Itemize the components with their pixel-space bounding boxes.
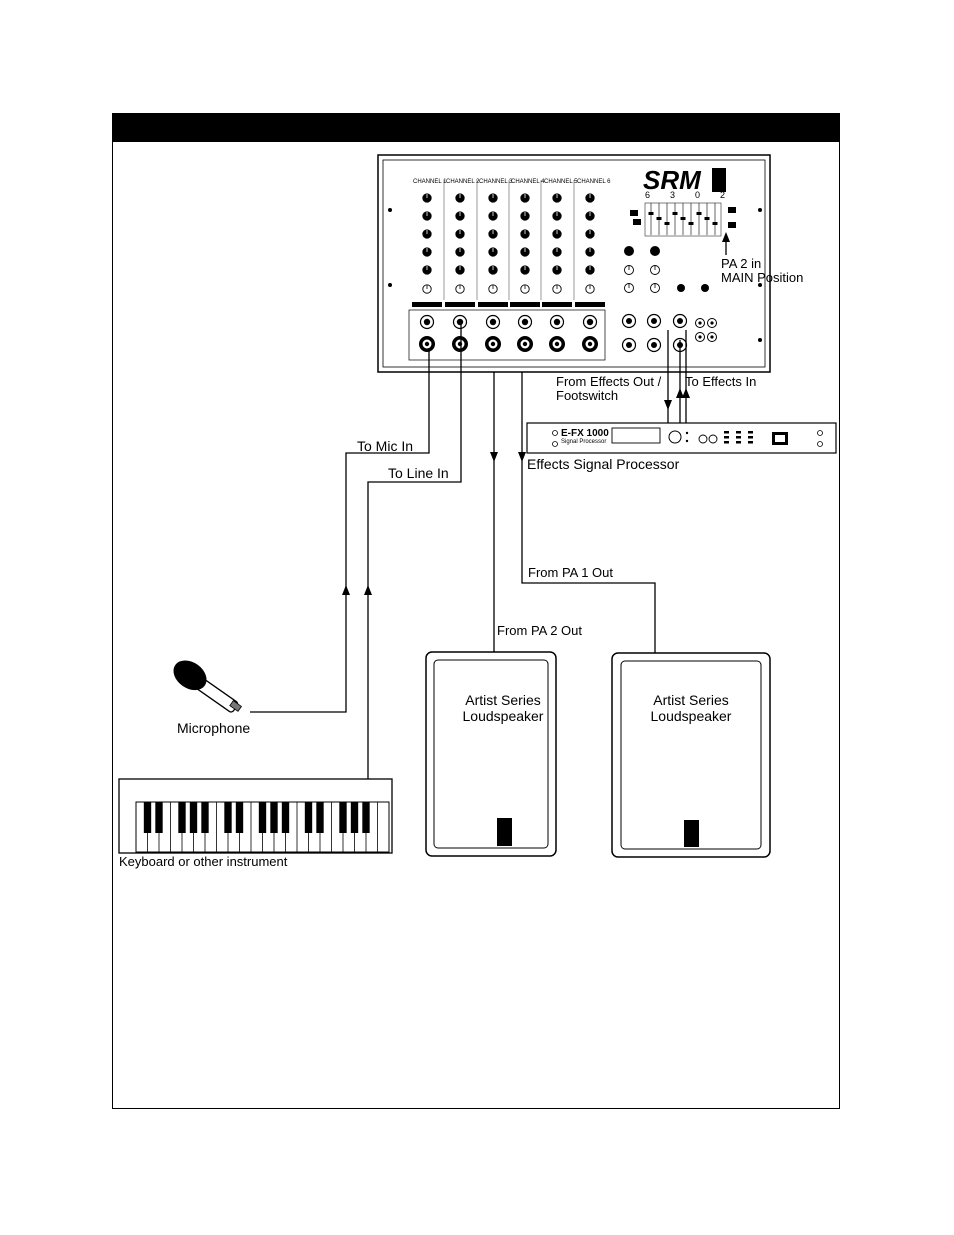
processor-led xyxy=(736,441,741,444)
mixer-brand: SRM xyxy=(643,165,702,195)
processor-led xyxy=(748,441,753,444)
label-from-effects-out-1: From Effects Out / xyxy=(556,374,662,389)
processor-model: E-FX 1000 xyxy=(561,428,609,439)
eq-switch xyxy=(633,219,641,225)
label-from-pa1-out: From PA 1 Out xyxy=(528,565,613,580)
black-key xyxy=(339,802,347,833)
channel-bar xyxy=(575,302,605,307)
cable-line xyxy=(367,322,462,780)
channel-label-6: CHANNEL 6 xyxy=(577,179,611,185)
black-key xyxy=(235,802,244,833)
black-key xyxy=(316,802,324,833)
speaker-2-logo xyxy=(684,820,699,847)
speaker-1-logo xyxy=(497,818,512,846)
black-key xyxy=(350,802,359,833)
diagram-frame xyxy=(112,113,840,1109)
processor-subtitle: Signal Processor xyxy=(561,439,606,445)
mixer-logo: SRM 6 3 0 2 xyxy=(643,165,726,200)
black-key xyxy=(270,802,278,833)
label-to-line-in: To Line In xyxy=(388,465,449,481)
channel-label-4: CHANNEL 4 xyxy=(511,179,545,185)
processor-led xyxy=(736,436,741,439)
label-pa2-main-1: PA 2 in xyxy=(721,256,761,271)
master-knob xyxy=(650,246,660,256)
black-key xyxy=(189,802,198,833)
black-key xyxy=(224,802,232,833)
master-knob xyxy=(677,284,685,292)
black-key xyxy=(178,802,186,833)
black-key xyxy=(143,802,152,833)
eq-switch xyxy=(630,210,638,216)
channel-bar xyxy=(412,302,442,307)
processor-knob xyxy=(668,430,682,444)
speaker-1-line2: Loudspeaker xyxy=(463,708,544,724)
label-to-effects-in: To Effects In xyxy=(685,374,756,389)
speaker-2-line2: Loudspeaker xyxy=(651,708,732,724)
channel-label-5: CHANNEL 5 xyxy=(544,179,578,185)
mixer: SRM 6 3 0 2 CHANNEL 1 CHANNEL 2 CHANNEL … xyxy=(377,154,771,373)
keyboard-icon xyxy=(118,778,393,854)
mixer-model-digit-1: 6 xyxy=(645,190,650,200)
eq-switch xyxy=(728,222,736,228)
processor-led xyxy=(736,431,741,434)
black-key xyxy=(304,802,313,833)
processor-led xyxy=(724,436,729,439)
master-knob xyxy=(701,284,709,292)
cable-mic xyxy=(250,348,430,713)
processor-led xyxy=(724,441,729,444)
label-to-mic-in: To Mic In xyxy=(357,438,413,454)
label-effects-signal-processor: Effects Signal Processor xyxy=(527,456,680,472)
label-from-effects-out-2: Footswitch xyxy=(556,388,618,403)
effects-processor: E-FX 1000 Signal Processor xyxy=(526,422,837,454)
processor-display xyxy=(611,427,661,444)
processor-led xyxy=(748,431,753,434)
cable-pa1 xyxy=(521,372,656,653)
microphone-icon xyxy=(173,660,243,713)
black-key xyxy=(258,802,267,833)
loudspeaker-2: Artist Series Loudspeaker xyxy=(611,652,771,858)
channel-bar xyxy=(445,302,475,307)
eq-switch xyxy=(728,207,736,213)
label-keyboard: Keyboard or other instrument xyxy=(119,854,288,869)
label-from-pa2-out: From PA 2 Out xyxy=(497,623,582,638)
channel-bar xyxy=(542,302,572,307)
mixer-model-digit-4: 2 xyxy=(720,190,725,200)
label-microphone: Microphone xyxy=(177,720,250,736)
black-key xyxy=(281,802,290,833)
header-bar xyxy=(113,114,839,142)
channel-label-3: CHANNEL 3 xyxy=(479,179,513,185)
black-key xyxy=(362,802,370,833)
cables xyxy=(250,322,687,780)
label-pa2-main-2: MAIN Position xyxy=(721,270,803,285)
processor-led xyxy=(724,431,729,434)
mixer-model-digit-3: 0 xyxy=(695,190,700,200)
speaker-2-line1: Artist Series xyxy=(653,692,728,708)
mixer-controls xyxy=(408,180,736,361)
arrowheads xyxy=(342,232,730,595)
black-key xyxy=(201,802,209,833)
channel-label-1: CHANNEL 1 xyxy=(413,179,447,185)
speaker-1-line1: Artist Series xyxy=(465,692,540,708)
loudspeaker-1: Artist Series Loudspeaker xyxy=(425,651,557,857)
channel-bar xyxy=(510,302,540,307)
channel-label-2: CHANNEL 2 xyxy=(446,179,480,185)
black-key xyxy=(155,802,163,833)
channel-bar xyxy=(478,302,508,307)
mixer-model-digit-2: 3 xyxy=(670,190,675,200)
processor-led xyxy=(748,436,753,439)
master-knob xyxy=(624,246,634,256)
